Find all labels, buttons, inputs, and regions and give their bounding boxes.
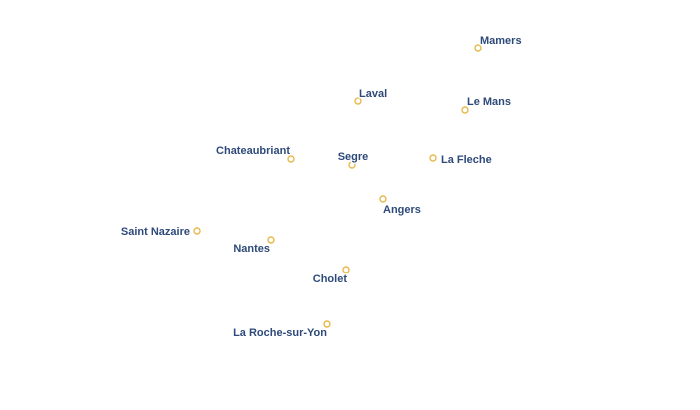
city-angers[interactable]: Angers xyxy=(379,195,422,218)
city-label: La Fleche xyxy=(441,154,492,166)
city-marker[interactable] xyxy=(429,154,437,162)
city-mamers[interactable]: Mamers xyxy=(474,34,523,52)
city-marker[interactable] xyxy=(287,155,295,163)
city-marker[interactable] xyxy=(267,236,275,244)
city-label: Saint Nazaire xyxy=(121,226,190,238)
city-cholet[interactable]: Cholet xyxy=(311,266,350,287)
city-label: Nantes xyxy=(233,243,270,255)
city-label: Chateaubriant xyxy=(216,145,290,157)
city-label: Laval xyxy=(359,88,387,100)
city-marker[interactable] xyxy=(474,44,482,52)
city-la-fleche[interactable]: La Fleche xyxy=(429,153,493,168)
city-label: Angers xyxy=(383,204,421,216)
city-label: Mamers xyxy=(480,35,522,47)
city-label: La Roche-sur-Yon xyxy=(233,327,327,339)
city-label: Segre xyxy=(338,151,369,163)
city-segre[interactable]: Segre xyxy=(336,150,370,169)
city-la-roche-sur-yon[interactable]: La Roche-sur-Yon xyxy=(232,320,331,341)
city-marker[interactable] xyxy=(323,320,331,328)
city-marker[interactable] xyxy=(342,266,350,274)
city-laval[interactable]: Laval xyxy=(354,87,389,105)
city-marker[interactable] xyxy=(193,227,201,235)
city-marker[interactable] xyxy=(354,97,362,105)
city-le-mans[interactable]: Le Mans xyxy=(461,95,513,114)
city-label: Le Mans xyxy=(467,96,511,108)
city-marker[interactable] xyxy=(348,161,356,169)
city-marker[interactable] xyxy=(461,106,469,114)
city-label: Cholet xyxy=(313,273,348,285)
city-chateaubriant[interactable]: Chateaubriant xyxy=(215,144,295,163)
city-saint-nazaire[interactable]: Saint Nazaire xyxy=(119,225,201,240)
city-marker[interactable] xyxy=(379,195,387,203)
city-nantes[interactable]: Nantes xyxy=(232,236,275,257)
